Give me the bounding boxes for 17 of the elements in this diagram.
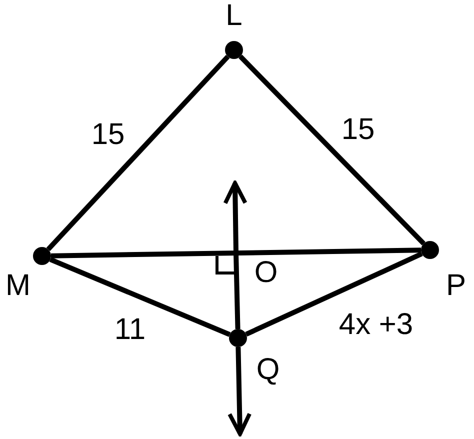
line-segment bbox=[46, 54, 230, 252]
arrow bbox=[228, 346, 252, 436]
line-segment bbox=[245, 251, 423, 337]
point-label: P bbox=[446, 271, 466, 301]
line-segment bbox=[50, 248, 422, 258]
edge-label: 15 bbox=[91, 120, 125, 150]
point-label: M bbox=[6, 271, 30, 301]
edge-label: 11 bbox=[114, 315, 146, 345]
point-label: L bbox=[226, 1, 242, 31]
arrow bbox=[223, 181, 248, 254]
line-segment bbox=[234, 252, 240, 330]
line-segment bbox=[238, 54, 426, 246]
edge-label: 15 bbox=[341, 115, 375, 145]
line-segment bbox=[49, 257, 231, 337]
edge-label: 4x +3 bbox=[338, 310, 414, 340]
point-label: O bbox=[254, 258, 278, 288]
point-label: Q bbox=[256, 355, 280, 385]
